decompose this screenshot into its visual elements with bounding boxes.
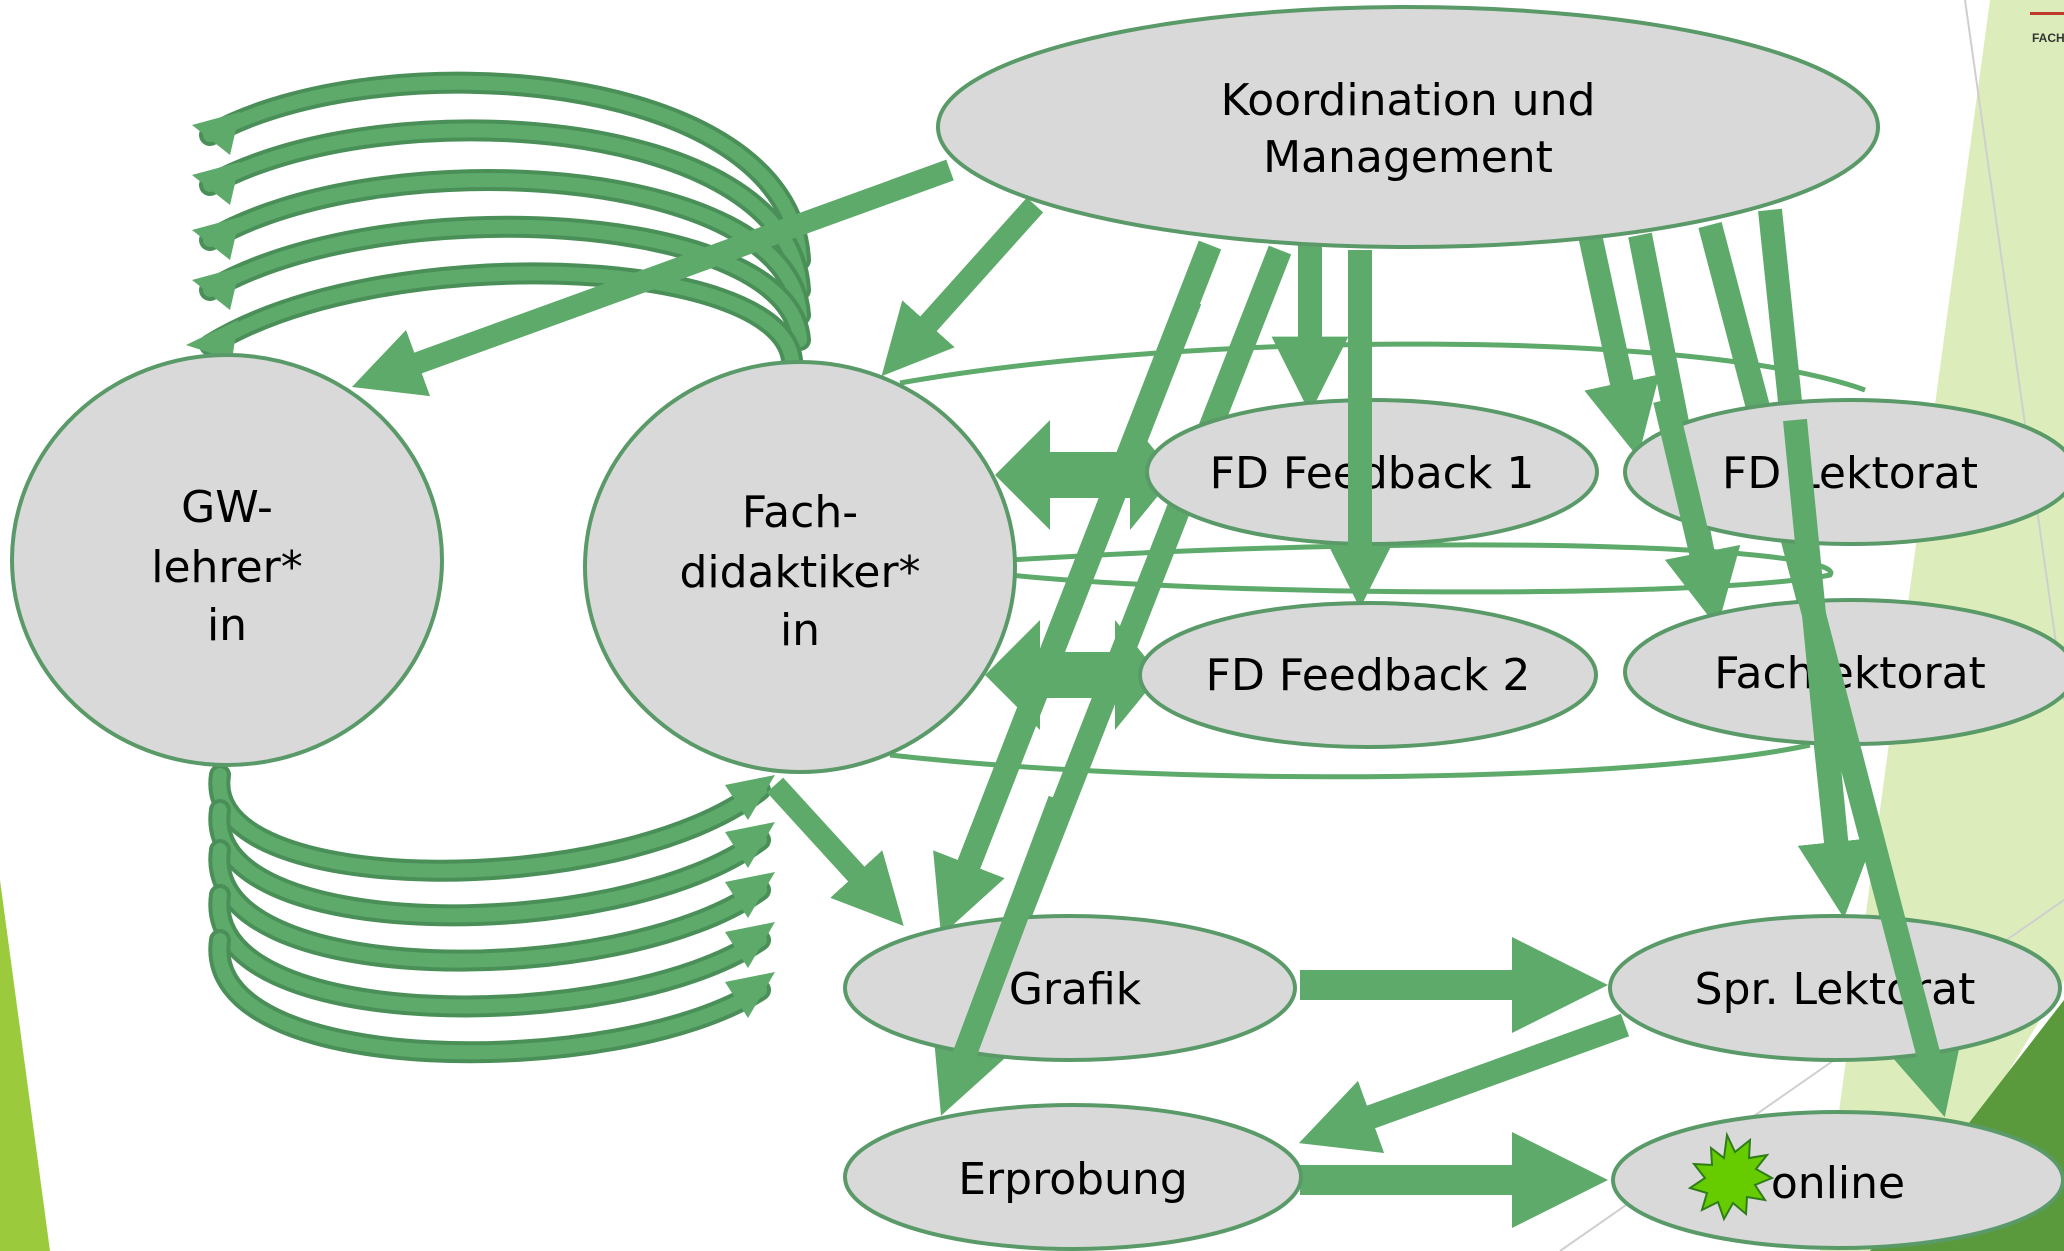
arrow-koord-to-gwlehrer bbox=[351, 159, 954, 397]
loop-head-top-1 bbox=[192, 112, 240, 155]
node-fachdidaktiker: Fach- didaktiker* in bbox=[583, 360, 1017, 774]
arrow-koord-to-fdlektorat bbox=[1578, 232, 1660, 458]
iteration-loops-top bbox=[199, 71, 811, 371]
node-spr-lektorat-shape bbox=[1608, 914, 2062, 1062]
node-koordination-line2: Management bbox=[1263, 132, 1553, 183]
lime-bar-left bbox=[0, 880, 50, 1251]
loop-arrow-bottom-3-face bbox=[212, 843, 767, 968]
node-fd-lektorat-shape bbox=[1623, 398, 2064, 546]
node-gw-lehrer-line1: GW- bbox=[181, 482, 273, 533]
loop-head-bottom-4 bbox=[725, 922, 775, 968]
iteration-loops-bottom bbox=[208, 764, 771, 1064]
loop-head-bottom-2 bbox=[725, 822, 775, 868]
node-online-label: online bbox=[1771, 1158, 1905, 1209]
loop-arrow-bottom-5-face bbox=[212, 933, 767, 1060]
node-koordination-line1: Koordination und bbox=[1221, 75, 1596, 126]
node-online: online bbox=[1611, 1110, 2064, 1250]
loop-ellipse-upper bbox=[899, 341, 1866, 393]
logo-bar bbox=[2030, 12, 2064, 15]
loop-arrow-top-4-face bbox=[203, 219, 807, 347]
node-koordination: Koordination und Management bbox=[936, 5, 1880, 249]
node-spr-lektorat-label: Spr. Lektorat bbox=[1695, 964, 1976, 1015]
iteration-loop-heads-top bbox=[186, 112, 240, 360]
logo: FACH bbox=[2030, 12, 2064, 45]
loop-arrow-top-5-face bbox=[203, 266, 799, 367]
node-fachdidaktiker-line2: didaktiker* bbox=[679, 547, 920, 598]
node-gw-lehrer-shape bbox=[10, 353, 444, 767]
node-fd-feedback-2-label: FD Feedback 2 bbox=[1206, 650, 1531, 701]
loop-arrow-bottom-2-face bbox=[212, 803, 767, 923]
arrow-fachdidaktiker-to-grafik bbox=[766, 777, 904, 926]
loop-ellipse-middle bbox=[1009, 542, 1834, 595]
node-fachlektorat-label: Fachlektorat bbox=[1714, 648, 1986, 699]
node-spr-lektorat: Spr. Lektorat bbox=[1608, 914, 2062, 1062]
node-grafik: Grafik bbox=[843, 914, 1297, 1062]
node-fachdidaktiker-line3: in bbox=[780, 605, 820, 656]
node-fachdidaktiker-line1: Fach- bbox=[742, 487, 858, 538]
node-fd-lektorat: FD Lektorat bbox=[1623, 398, 2064, 546]
node-erprobung-shape bbox=[843, 1103, 1303, 1251]
flow-arrows-overlay bbox=[943, 295, 1947, 1085]
node-fachlektorat: Fachlektorat bbox=[1623, 598, 2064, 746]
loop-arrow-top-5 bbox=[199, 262, 803, 371]
node-gw-lehrer: GW- lehrer* in bbox=[10, 353, 444, 767]
node-grafik-label: Grafik bbox=[1009, 964, 1142, 1015]
loop-head-bottom-5 bbox=[725, 972, 775, 1018]
logo-text: FACH bbox=[2032, 31, 2064, 45]
loop-ellipse-lower bbox=[889, 742, 1811, 780]
node-fd-feedback-2: FD Feedback 2 bbox=[1138, 601, 1598, 749]
node-gw-lehrer-line2: lehrer* bbox=[151, 542, 302, 593]
node-grafik-shape bbox=[843, 914, 1297, 1062]
review-loop-ellipses bbox=[889, 341, 1866, 780]
iteration-loop-heads-bottom bbox=[725, 775, 775, 1018]
node-fachdidaktiker-shape bbox=[583, 360, 1017, 774]
arrow-koord-to-fachdidaktiker bbox=[881, 197, 1044, 377]
loop-head-top-4 bbox=[192, 267, 240, 310]
arrow-overlay-fachlektorat bbox=[1653, 397, 1722, 593]
loop-arrow-bottom-1-face bbox=[212, 768, 767, 878]
loop-arrow-top-1-face bbox=[203, 75, 807, 267]
loop-head-top-5 bbox=[186, 320, 238, 360]
loop-head-top-3 bbox=[192, 217, 240, 260]
node-koordination-shape bbox=[936, 5, 1880, 249]
loop-head-bottom-3 bbox=[725, 872, 775, 918]
arrow-overlay-erprobung bbox=[943, 795, 1072, 1085]
node-erprobung-label: Erprobung bbox=[958, 1154, 1188, 1205]
loop-head-bottom-1 bbox=[725, 775, 775, 820]
loop-arrow-bottom-4-face bbox=[212, 888, 767, 1014]
thin-diagonal-line bbox=[1964, 0, 2064, 701]
arrow-overlay-online bbox=[1793, 576, 1947, 1084]
node-fd-feedback-2-shape bbox=[1138, 601, 1598, 749]
loop-head-top-2 bbox=[192, 162, 240, 205]
loop-arrow-top-3-face bbox=[203, 173, 807, 322]
arrow-overlay-grafik bbox=[943, 295, 1202, 905]
arrow-sprlektorat-to-erprobung bbox=[1298, 1013, 1630, 1154]
starburst-icon bbox=[1687, 1131, 1775, 1222]
node-erprobung: Erprobung bbox=[843, 1103, 1303, 1251]
node-gw-lehrer-line3: in bbox=[207, 600, 247, 651]
node-fd-lektorat-label: FD Lektorat bbox=[1722, 448, 1978, 499]
